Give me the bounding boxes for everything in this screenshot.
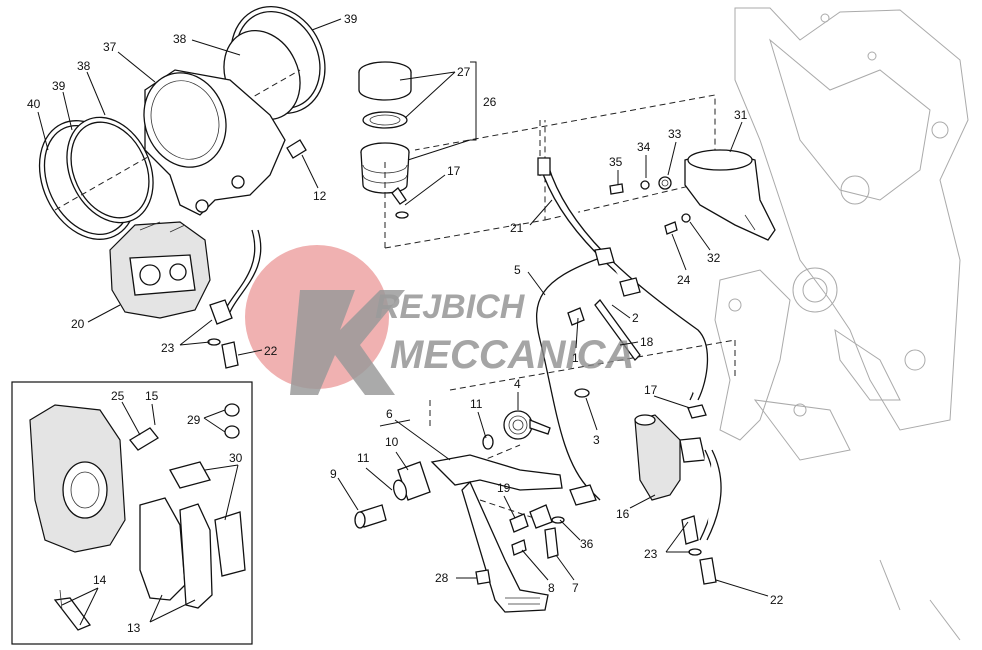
callout-label: 29 [187,413,201,427]
callout-label: 39 [344,12,358,26]
pedal-hardware [475,504,565,585]
callout-label: 33 [668,127,682,141]
callout-label: 40 [27,97,41,111]
callout-label: 10 [385,435,399,449]
callout-label: 5 [514,263,521,277]
callout-label: 35 [609,155,623,169]
callout-label: 39 [52,79,66,93]
callout-label: 32 [707,251,721,265]
callout-label: 15 [145,389,159,403]
callout-label: 36 [580,537,594,551]
callout-label: 30 [229,451,243,465]
callout-label: 19 [497,481,511,495]
rear-caliper [109,221,211,319]
callout-label: 2 [632,311,639,325]
callout-label: 25 [111,389,125,403]
return-spring [503,410,551,440]
callout-label: 11 [357,451,370,465]
callout-label: 9 [330,467,337,481]
callout-label: 28 [435,571,449,585]
callout-label: 1 [572,351,579,365]
callout-label: 34 [637,140,651,154]
callout-label: 7 [572,581,579,595]
callout-label: 8 [548,581,555,595]
callout-label: 14 [93,573,107,587]
callout-label: 31 [734,108,748,122]
frame-outline [714,7,969,641]
callout-label: 27 [457,65,471,79]
callout-label: 24 [677,273,691,287]
rear-brake-hose [207,229,262,369]
callout-label: 38 [173,32,187,46]
disc-spacer-rings [38,5,326,240]
callout-label: 11 [470,397,483,411]
callout-label: 22 [770,593,784,607]
callout-label: 37 [103,40,117,54]
watermark-line1: REJBICH [375,288,526,326]
callout-label: 17 [644,383,658,397]
brake-fluid-reservoir [358,61,412,219]
watermark-k-mark [290,290,405,395]
watermark-logo: REJBICH MECCANICA [245,245,634,395]
rear-hose-lower [681,449,722,585]
callout-label: 21 [510,221,524,235]
callout-label: 22 [264,344,278,358]
pushrod-assembly [567,277,641,398]
rear-master-cylinder [634,404,707,501]
caliper-bracket [143,69,307,216]
callout-label: 20 [71,317,85,331]
watermark-line2: MECCANICA [390,333,634,377]
callout-label: 23 [161,341,175,355]
callout-label: 16 [616,507,630,521]
pads-and-caliper-inset [11,381,253,645]
callout-label: 18 [640,335,654,349]
callout-label: 13 [127,621,141,635]
callout-label: 4 [514,377,521,391]
callouts: 39 38 37 38 39 40 27 26 17 12 35 34 [27,12,784,635]
callout-label: 38 [77,59,91,73]
callout-label: 23 [644,547,658,561]
callout-label: 6 [386,407,393,421]
callout-label: 26 [483,95,497,109]
callout-label: 17 [447,164,461,178]
brake-pedal [354,434,563,613]
callout-label: 3 [593,433,600,447]
callout-label: 12 [313,189,327,203]
reservoir-bracket [609,149,776,241]
